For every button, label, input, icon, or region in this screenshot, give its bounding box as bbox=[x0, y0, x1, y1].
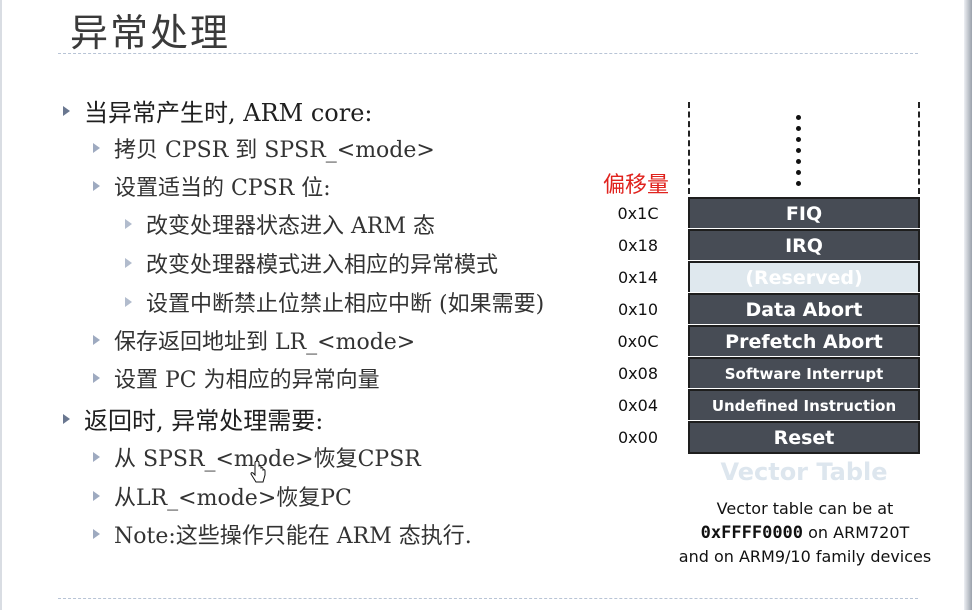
bullet-item: 设置适当的 CPSR 位: bbox=[93, 170, 331, 202]
bullet-item: 改变处理器模式进入相应的异常模式 bbox=[125, 247, 498, 279]
vector-row-data-abort: Data Abort bbox=[688, 293, 920, 324]
hand-cursor-icon bbox=[250, 461, 266, 483]
bullet-item: 设置 PC 为相应的异常向量 bbox=[93, 362, 380, 394]
vector-row-undefined-instruction: Undefined Instruction bbox=[688, 389, 920, 420]
bullet-arrow-icon bbox=[93, 529, 100, 539]
title-divider bbox=[58, 53, 918, 54]
slide-title: 异常处理 bbox=[70, 11, 231, 55]
bullet-item: Note:这些操作只能在 ARM 态执行. bbox=[93, 518, 472, 550]
bullet-item: 设置中断禁止位禁止相应中断 (如果需要) bbox=[125, 286, 544, 318]
bullet-text: 当异常产生时, ARM core: bbox=[84, 99, 373, 127]
bullet-arrow-icon bbox=[93, 181, 100, 191]
bullet-text: 改变处理器状态进入 ARM 态 bbox=[146, 214, 435, 239]
bullet-arrow-icon bbox=[63, 105, 70, 116]
bullet-text: 从 SPSR_<mode>恢复CPSR bbox=[114, 447, 421, 472]
vector-row-prefetch-abort: Prefetch Abort bbox=[688, 325, 920, 356]
bullet-item: 保存返回地址到 LR_<mode> bbox=[93, 324, 415, 356]
bullet-text: 设置中断禁止位禁止相应中断 (如果需要) bbox=[146, 292, 545, 317]
note-address: 0xFFFF0000 bbox=[700, 523, 804, 543]
bullet-arrow-icon bbox=[125, 219, 132, 229]
bullet-text: 从LR_<mode>恢复PC bbox=[114, 486, 352, 511]
bullet-arrow-icon bbox=[93, 491, 100, 501]
vector-row-fiq: FIQ bbox=[688, 197, 920, 228]
bullet-item: 拷贝 CPSR 到 SPSR_<mode> bbox=[93, 132, 435, 164]
vector-table-caption: Vector Table bbox=[720, 458, 888, 486]
bullet-text: 改变处理器模式进入相应的异常模式 bbox=[146, 253, 499, 278]
vector-row-software-interrupt: Software Interrupt bbox=[688, 357, 920, 388]
vector-row-reset: Reset bbox=[688, 421, 920, 454]
address-label: 0x1C bbox=[617, 204, 659, 223]
address-label: 0x00 bbox=[617, 428, 658, 447]
memory-dashed-left bbox=[688, 102, 690, 194]
address-label: 0x08 bbox=[617, 364, 658, 383]
note-line-2-suffix: on ARM720T bbox=[803, 523, 910, 542]
offset-label: 偏移量 bbox=[603, 173, 670, 198]
vector-row-reserved: (Reserved) bbox=[688, 261, 920, 292]
note-line-2: 0xFFFF0000 on ARM720T bbox=[660, 521, 950, 545]
note-line-1: Vector table can be at bbox=[716, 499, 894, 518]
left-edge bbox=[0, 0, 2, 610]
footer-divider bbox=[58, 598, 918, 599]
address-label: 0x04 bbox=[617, 396, 658, 415]
bullet-arrow-icon bbox=[93, 452, 100, 462]
bullet-item: 从LR_<mode>恢复PC bbox=[93, 480, 352, 512]
address-label: 0x0C bbox=[617, 332, 659, 351]
bullet-arrow-icon bbox=[93, 335, 100, 345]
address-label: 0x10 bbox=[617, 300, 658, 319]
note-line-3: and on ARM9/10 family devices bbox=[678, 547, 932, 566]
bullet-text: 设置适当的 CPSR 位: bbox=[114, 176, 331, 201]
bullet-item: 当异常产生时, ARM core: bbox=[63, 93, 373, 128]
address-label: 0x18 bbox=[617, 236, 658, 255]
bullet-item: 返回时, 异常处理需要: bbox=[63, 401, 323, 436]
vector-table-note: Vector table can be at 0xFFFF0000 on ARM… bbox=[660, 497, 950, 569]
bullet-arrow-icon bbox=[63, 413, 70, 424]
bullet-arrow-icon bbox=[125, 297, 132, 307]
bullet-text: 保存返回地址到 LR_<mode> bbox=[114, 330, 416, 355]
bullet-text: 设置 PC 为相应的异常向量 bbox=[114, 368, 380, 393]
bullet-item: 改变处理器状态进入 ARM 态 bbox=[125, 208, 435, 240]
address-label: 0x14 bbox=[617, 268, 658, 287]
bullet-text: 返回时, 异常处理需要: bbox=[84, 407, 324, 435]
bullet-arrow-icon bbox=[93, 373, 100, 383]
bullet-text: 拷贝 CPSR 到 SPSR_<mode> bbox=[114, 138, 435, 163]
vector-row-irq: IRQ bbox=[688, 229, 920, 260]
bullet-text: Note:这些操作只能在 ARM 态执行. bbox=[114, 524, 472, 549]
bullet-arrow-icon bbox=[125, 258, 132, 268]
ellipsis-dots-icon bbox=[796, 115, 801, 186]
bullet-item: 从 SPSR_<mode>恢复CPSR bbox=[93, 441, 421, 473]
memory-dashed-right bbox=[918, 102, 920, 194]
bullet-arrow-icon bbox=[93, 143, 100, 153]
window-right-edge bbox=[964, 0, 972, 610]
